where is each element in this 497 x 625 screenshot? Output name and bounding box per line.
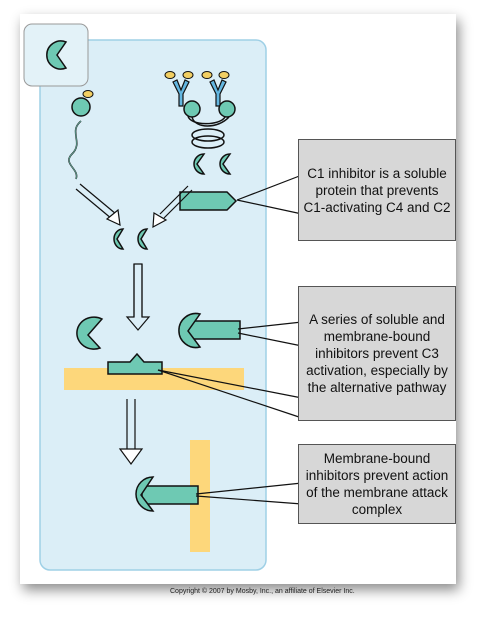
membrane-bound-inhibitor — [107, 352, 163, 375]
callout-c3-inhibitors: A series of soluble and membrane-bound i… — [298, 286, 456, 421]
callout-mac-inhibitors: Membrane-bound inhibitors prevent action… — [298, 444, 456, 524]
converging-arrows — [75, 183, 193, 229]
copyright-notice: Copyright © 2007 by Mosby, Inc., an affi… — [170, 588, 355, 595]
c4-c2-fragments — [113, 228, 149, 250]
complement-regulation-diagram — [23, 23, 303, 571]
antibody-icon — [209, 79, 227, 107]
c1s-icon — [193, 153, 206, 175]
down-arrow — [118, 399, 144, 466]
antibody-icon — [172, 79, 190, 107]
antibody-c1-complex — [164, 71, 236, 175]
down-arrow — [125, 263, 151, 331]
badge-c-icon — [46, 40, 68, 70]
c1-inhibitor-shape — [179, 191, 238, 211]
callout-c1-inhibitor: C1 inhibitor is a soluble protein that p… — [298, 139, 456, 241]
figure-page: C1 inhibitor is a soluble protein that p… — [20, 14, 456, 595]
panel-badge — [23, 23, 89, 87]
panel-background — [39, 39, 267, 571]
c1s-icon — [219, 153, 232, 175]
soluble-inhibitor — [178, 312, 241, 349]
mac-inhibitor — [135, 476, 199, 512]
c3-protein-icon — [76, 316, 104, 350]
left-protein-with-tail — [68, 90, 94, 180]
leader-lines — [157, 174, 303, 505]
